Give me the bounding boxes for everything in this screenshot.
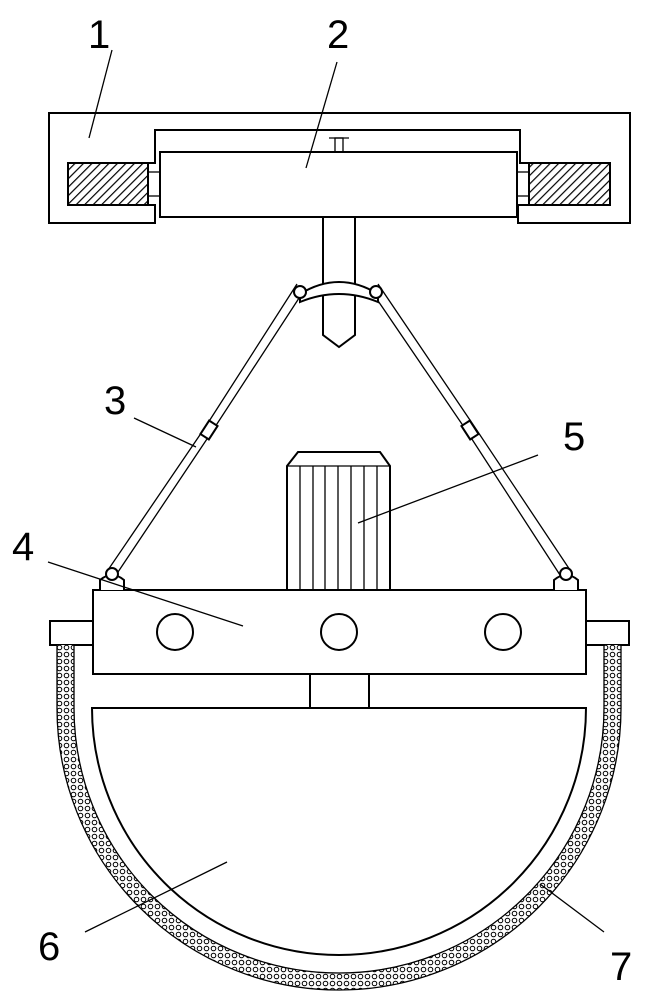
sliding-carriage [159, 137, 518, 218]
label-2: 2 [327, 13, 349, 57]
beam-hole-left [156, 613, 194, 651]
rod-left-sleeve [199, 419, 219, 441]
label-1: 1 [88, 13, 110, 57]
roller-left [147, 171, 161, 197]
semicircular-bowl [90, 673, 588, 956]
carriage-top-pin [334, 137, 344, 153]
rod-right-sleeve [460, 419, 480, 441]
label-6: 6 [38, 925, 60, 969]
rod-right [371, 283, 571, 576]
bracket-left [49, 620, 94, 646]
label-5: 5 [563, 415, 585, 459]
beam-hole-center [320, 613, 358, 651]
label-3: 3 [104, 379, 126, 423]
bracket-right [585, 620, 630, 646]
shaft-pivot [293, 281, 383, 304]
part-labels: 1 2 3 4 5 6 7 [12, 13, 632, 989]
hatched-rail-right [528, 162, 611, 206]
telescopic-rods [107, 283, 571, 576]
hatched-rail-left [67, 162, 149, 206]
label-4: 4 [12, 525, 34, 569]
roller-right [516, 171, 530, 197]
rod-left [107, 283, 304, 576]
motor [286, 451, 391, 591]
label-7: 7 [610, 945, 632, 989]
beam-hole-right [484, 613, 522, 651]
bowl-connector [309, 673, 370, 709]
leader-lines [47, 49, 605, 933]
mesh-shell [56, 645, 622, 991]
